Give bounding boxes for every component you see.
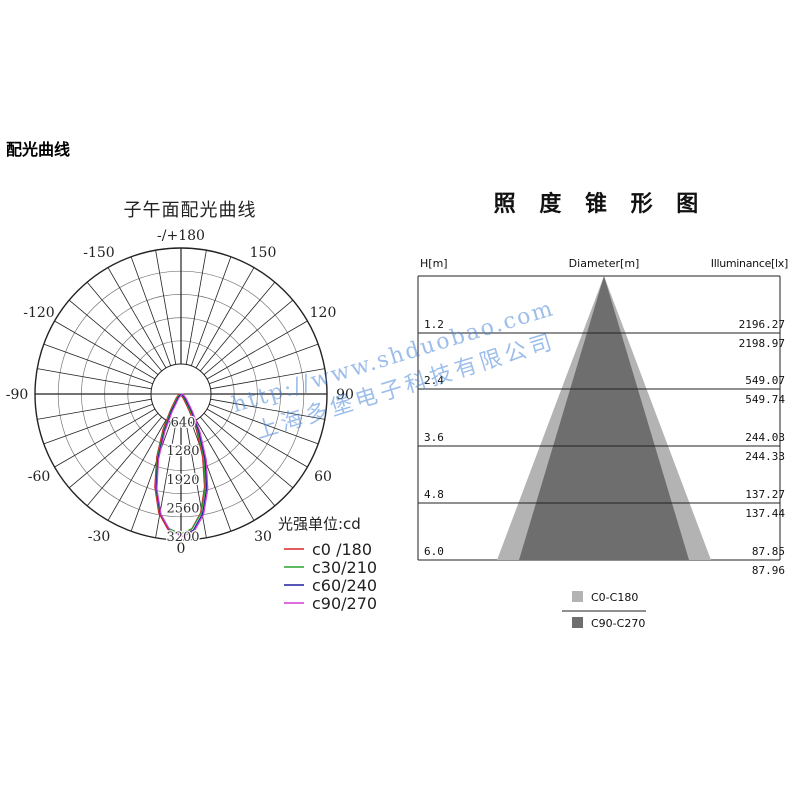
polar-spoke: [107, 419, 167, 521]
cone-row-illuminance-c0: 137.27: [745, 488, 785, 501]
polar-legend-label: c0 /180: [312, 540, 372, 559]
cone-row-illuminance-c0: 87.85: [752, 545, 785, 558]
polar-angle-label: 120: [310, 305, 337, 321]
polar-spoke: [210, 398, 325, 420]
polar-spoke: [209, 343, 319, 385]
polar-spoke: [185, 423, 207, 538]
cone-legend-label: C90-C270: [591, 617, 645, 630]
cone-row-illuminance-c0: 2196.27: [739, 318, 785, 331]
polar-legend-label: c30/210: [312, 558, 377, 577]
cone-row-illuminance-c90: 2198.97: [739, 337, 785, 350]
polar-radial-tick-label: 2560: [166, 501, 199, 516]
polar-radial-tick-label: 1280: [166, 444, 199, 459]
polar-angle-label: -60: [28, 469, 51, 485]
polar-spoke: [210, 368, 325, 390]
polar-angle-label: -/+180: [157, 228, 205, 244]
polar-unit-label: 光强单位:cd: [278, 515, 361, 533]
polar-spoke: [54, 320, 156, 380]
cone-row-illuminance-c90: 137.44: [745, 507, 785, 520]
polar-spoke: [86, 416, 163, 507]
polar-legend-label: c90/270: [312, 594, 377, 613]
polar-angle-label: -90: [6, 387, 29, 403]
cone-row-illuminance-c0: 549.07: [745, 374, 785, 387]
cone-row-height: 6.0: [424, 545, 444, 558]
polar-spoke: [107, 267, 167, 369]
polar-angle-label: 60: [314, 469, 332, 485]
cone-header-height: H[m]: [420, 257, 448, 270]
polar-spoke: [43, 403, 153, 445]
cone-row-height: 1.2: [424, 318, 444, 331]
polar-radial-tick-label: 3200: [166, 530, 199, 545]
cone-header-illuminance: Illuminance[lx]: [711, 257, 788, 270]
polar-spoke: [130, 256, 172, 366]
polar-spoke: [37, 398, 152, 420]
polar-spoke: [206, 408, 308, 468]
polar-spoke: [203, 299, 294, 376]
polar-spoke: [54, 408, 156, 468]
polar-angle-label: -120: [23, 305, 54, 321]
polar-chart-title: 子午面配光曲线: [123, 200, 257, 221]
polar-spoke: [190, 422, 232, 532]
polar-spoke: [203, 412, 294, 489]
polar-angle-label: 150: [250, 245, 277, 261]
polar-spoke: [130, 422, 172, 532]
cone-row-illuminance-c90: 244.33: [745, 450, 785, 463]
cone-row-illuminance-c90: 87.96: [752, 564, 785, 577]
cone-row-height: 4.8: [424, 488, 444, 501]
polar-angle-label: -150: [83, 245, 114, 261]
cone-legend-label: C0-C180: [591, 591, 638, 604]
polar-angle-label: 90: [336, 387, 354, 403]
cone-row-height: 3.6: [424, 431, 444, 444]
polar-angle-label: 30: [254, 529, 272, 545]
polar-angle-label: -30: [88, 529, 111, 545]
cone-row-height: 2.4: [424, 374, 444, 387]
polar-spoke: [199, 281, 276, 372]
polar-spoke: [209, 403, 319, 445]
polar-angle-label: 0: [177, 541, 186, 557]
cone-legend-swatch: [572, 617, 583, 628]
polar-spoke: [86, 281, 163, 372]
polar-radial-tick-label: 640: [171, 416, 196, 431]
polar-spoke: [195, 419, 255, 521]
polar-spoke: [68, 299, 159, 376]
polar-spoke: [43, 343, 153, 385]
cone-legend-swatch: [572, 591, 583, 602]
polar-series-curve: [156, 393, 209, 538]
polar-spoke: [37, 368, 152, 390]
polar-spoke: [195, 267, 255, 369]
polar-spoke: [190, 256, 232, 366]
polar-chart: -/+180 150 120 90 60 30 0 -30 -60 -90 -120 -150 640 1…: [6, 228, 377, 613]
polar-spoke: [68, 412, 159, 489]
cone-row-illuminance-c90: 549.74: [745, 393, 785, 406]
polar-spoke: [199, 416, 276, 507]
polar-radial-tick-label: 1920: [166, 473, 199, 488]
polar-legend-label: c60/240: [312, 576, 377, 595]
page-heading: 配光曲线: [6, 140, 71, 159]
polar-spoke: [155, 423, 177, 538]
cone-row-illuminance-c0: 244.03: [745, 431, 785, 444]
polar-spoke: [155, 250, 177, 365]
polar-spoke: [185, 250, 207, 365]
cone-header-diameter: Diameter[m]: [569, 257, 640, 270]
polar-spoke: [206, 320, 308, 380]
polar-series-curve: [154, 393, 207, 535]
cone-chart-title: 照 度 锥 形 图: [493, 191, 707, 217]
cone-c90-c270-shape: [519, 276, 689, 560]
cone-chart: H[m] Diameter[m] Illuminance[lx] 1.2 2196.27…: [417, 257, 788, 630]
